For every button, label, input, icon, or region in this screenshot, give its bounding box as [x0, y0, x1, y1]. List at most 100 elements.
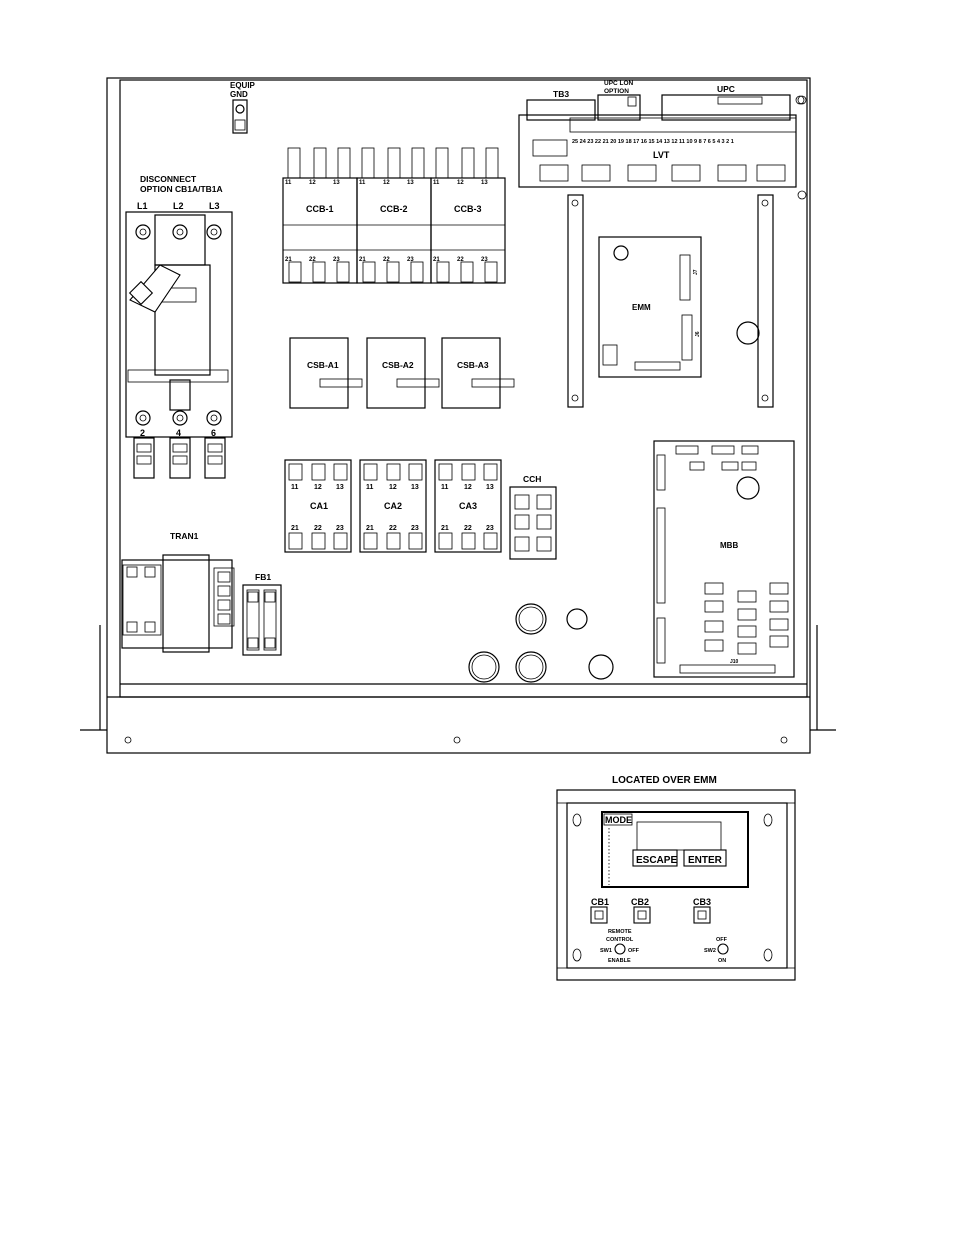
sw2-label: SW2 [704, 948, 716, 954]
csb-a2-label: CSB-A2 [382, 360, 414, 370]
upc-lon-label-2: OPTION [604, 88, 629, 95]
ccb-2-term-12: 12 [383, 180, 390, 186]
enter-label: ENTER [688, 855, 723, 866]
escape-label: ESCAPE [636, 855, 677, 866]
ccb-2 [356, 147, 432, 284]
lvt-terminal-numbers: 25 24 23 22 21 20 19 18 17 16 15 14 13 1… [572, 139, 734, 145]
ca2-term-12: 12 [389, 484, 397, 491]
ca3-term-13: 13 [486, 484, 494, 491]
equip-gnd: EQUIP GND [230, 81, 256, 134]
csb-sensors: CSB-A1 CSB-A2 CSB-A3 [289, 337, 515, 409]
mbb-relays [704, 582, 789, 655]
ca2-term-23: 23 [411, 525, 419, 532]
ccb-1-term-13: 13 [333, 180, 340, 186]
display-panel-heading: LOCATED OVER EMM [612, 775, 717, 786]
emm-j7-label: J7 [693, 269, 699, 275]
display-panel: LOCATED OVER EMM MODE ESCAPE ENTER CB1 C… [556, 775, 796, 981]
tran1-label: TRAN1 [170, 531, 199, 541]
ccb-3-term-11: 11 [433, 180, 440, 186]
ca1-term-21: 21 [291, 525, 299, 532]
equip-gnd-label-2: GND [230, 90, 248, 99]
line-term-l2: L2 [173, 201, 184, 211]
mode-label: MODE [605, 815, 632, 825]
load-term-6: 6 [211, 428, 216, 438]
ccb-1-term-11: 11 [285, 180, 292, 186]
ccb-2-term-22: 22 [383, 257, 390, 263]
cb2-label: CB2 [631, 897, 649, 907]
tb3-label: TB3 [553, 89, 569, 99]
ccb-3 [430, 147, 506, 284]
ca3-term-22: 22 [464, 525, 472, 532]
ca2-term-13: 13 [411, 484, 419, 491]
upc-label: UPC [717, 84, 735, 94]
ccb-3-term-23: 23 [481, 257, 488, 263]
emm-board: EMM J7 J6 [567, 194, 774, 408]
remote-label: REMOTE [608, 929, 632, 935]
ca3-term-21: 21 [441, 525, 449, 532]
cb1-label: CB1 [591, 897, 609, 907]
mbb-label: MBB [720, 541, 738, 550]
cb2-button[interactable] [633, 906, 651, 924]
ca1-term-12: 12 [314, 484, 322, 491]
ca1-term-22: 22 [314, 525, 322, 532]
terminal-board-area: TB3 UPC LON OPTION UPC 25 24 23 22 21 20… [518, 80, 805, 188]
ca1-label: CA1 [310, 501, 328, 511]
ccb-3-term-21: 21 [433, 257, 440, 263]
cb3-button[interactable] [693, 906, 711, 924]
enclosure [80, 77, 836, 754]
disconnect-label-1: DISCONNECT [140, 174, 197, 184]
ccb-2-term-13: 13 [407, 180, 414, 186]
ccb-1-term-12: 12 [309, 180, 316, 186]
fuse-block-fb1: FB1 [242, 572, 282, 656]
ccb-2-term-23: 23 [407, 257, 414, 263]
emm-label: EMM [632, 303, 651, 312]
cb1-button[interactable] [590, 906, 608, 924]
disconnect-label-2: OPTION CB1A/TB1A [140, 184, 223, 194]
sw1-off-label: OFF [628, 948, 640, 954]
ca2-label: CA2 [384, 501, 402, 511]
sw2-off-label: OFF [716, 937, 728, 943]
sw2-on-label: ON [718, 958, 726, 964]
ccb-3-term-13: 13 [481, 180, 488, 186]
ccb-2-label: CCB-2 [380, 204, 408, 214]
sw1-switch[interactable] [614, 943, 626, 955]
line-term-l1: L1 [137, 201, 148, 211]
mbb-board: MBB J10 [653, 440, 795, 678]
lug-blocks [133, 437, 226, 479]
ccb-1-term-22: 22 [309, 257, 316, 263]
ccb-3-term-22: 22 [457, 257, 464, 263]
ca-contactors: 11 12 13 11 12 13 11 12 13 CA1 CA2 CA3 2… [284, 459, 502, 553]
csb-a3-label: CSB-A3 [457, 360, 489, 370]
transformer-tran1: TRAN1 [121, 531, 235, 653]
ccb-3-term-12: 12 [457, 180, 464, 186]
ca3-term-11: 11 [441, 484, 449, 491]
sw1-enable-label: ENABLE [608, 958, 631, 964]
disconnect-switch: DISCONNECT OPTION CB1A/TB1A L1 L2 L3 2 4… [125, 174, 233, 479]
load-term-4: 4 [176, 428, 181, 438]
ccb-2-term-11: 11 [359, 180, 366, 186]
ca2-term-21: 21 [366, 525, 374, 532]
ccb-1-term-21: 21 [285, 257, 292, 263]
ca3-term-12: 12 [464, 484, 472, 491]
load-term-2: 2 [140, 428, 145, 438]
ccb-1-label: CCB-1 [306, 204, 334, 214]
ccb-1-term-23: 23 [333, 257, 340, 263]
ca1-term-23: 23 [336, 525, 344, 532]
line-term-l3: L3 [209, 201, 220, 211]
ca2-term-22: 22 [389, 525, 397, 532]
mbb-j10-label: J10 [730, 659, 739, 665]
ca1-term-11: 11 [291, 484, 299, 491]
sw1-label: SW1 [600, 948, 612, 954]
ca3-term-23: 23 [486, 525, 494, 532]
cb3-label: CB3 [693, 897, 711, 907]
ccb-breakers: CCB-1 CCB-2 CCB-3 11 12 13 11 12 13 11 1… [282, 147, 506, 284]
escape-button[interactable] [632, 849, 678, 867]
sw2-switch[interactable] [717, 943, 729, 955]
fb1-label: FB1 [255, 572, 271, 582]
ccb-2-term-21: 21 [359, 257, 366, 263]
ccb-1 [282, 147, 358, 284]
upc-lon-label-1: UPC LON [604, 80, 634, 87]
equip-gnd-label-1: EQUIP [230, 81, 256, 90]
enter-button[interactable] [683, 849, 727, 867]
